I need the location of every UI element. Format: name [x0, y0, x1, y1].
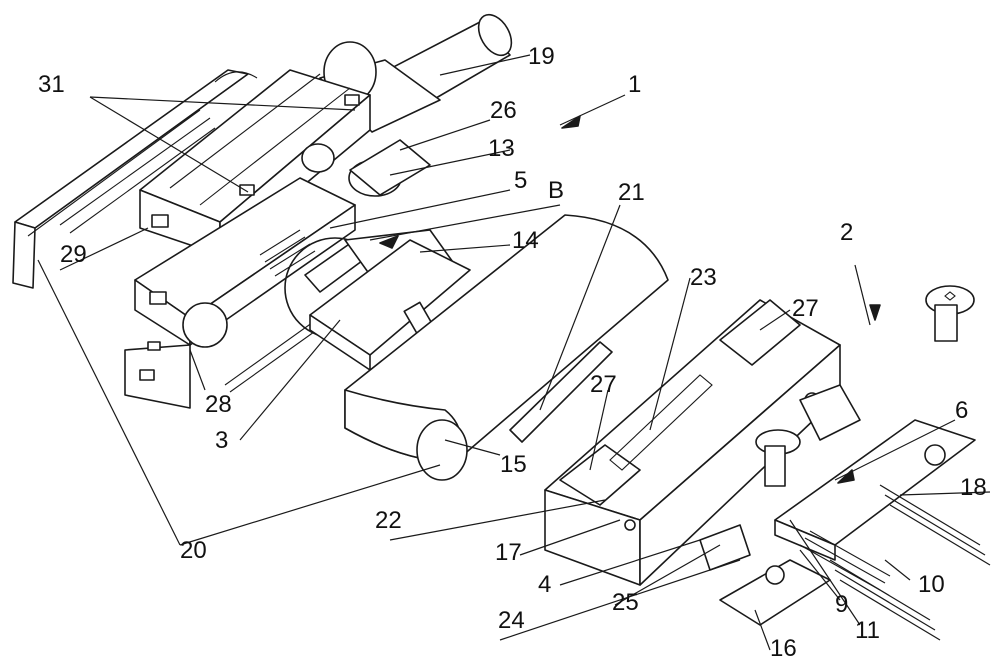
- label-9: 9: [835, 591, 848, 618]
- lower-plug-assembly: [124, 177, 356, 409]
- label-b: B: [548, 177, 564, 204]
- label-31: 31: [38, 71, 65, 98]
- label-27-left: 27: [590, 371, 617, 398]
- label-21: 21: [618, 179, 645, 206]
- label-26: 26: [490, 97, 517, 124]
- mounting-bracket: [12, 69, 258, 289]
- label-10: 10: [918, 571, 945, 598]
- leader-lines: [37, 54, 991, 651]
- cover-shell: [344, 214, 669, 481]
- label-17: 17: [495, 539, 522, 566]
- label-28: 28: [205, 391, 232, 418]
- direction-arrows: [379, 115, 881, 484]
- label-3: 3: [215, 427, 228, 454]
- label-4: 4: [538, 571, 551, 598]
- label-23: 23: [690, 264, 717, 291]
- label-22: 22: [375, 507, 402, 534]
- label-24: 24: [498, 607, 525, 634]
- reference-numerals: 31 19 1 26 13 5 B 21 14 29 23 27 2 28 27…: [38, 43, 987, 662]
- label-2: 2: [840, 219, 853, 246]
- label-19: 19: [528, 43, 555, 70]
- label-11: 11: [855, 617, 880, 644]
- label-14: 14: [512, 227, 539, 254]
- board-and-wires: [719, 419, 991, 641]
- label-5: 5: [514, 167, 527, 194]
- cable: [319, 13, 513, 133]
- label-15: 15: [500, 451, 527, 478]
- label-27-top: 27: [792, 295, 819, 322]
- label-13: 13: [488, 135, 515, 162]
- label-16: 16: [770, 635, 797, 662]
- label-29: 29: [60, 241, 87, 268]
- label-25: 25: [612, 589, 639, 616]
- screw-installed: [755, 429, 801, 487]
- screw-loose: [925, 285, 975, 342]
- label-20: 20: [180, 537, 207, 564]
- label-18: 18: [960, 474, 987, 501]
- label-1: 1: [628, 71, 641, 98]
- label-6: 6: [955, 397, 968, 424]
